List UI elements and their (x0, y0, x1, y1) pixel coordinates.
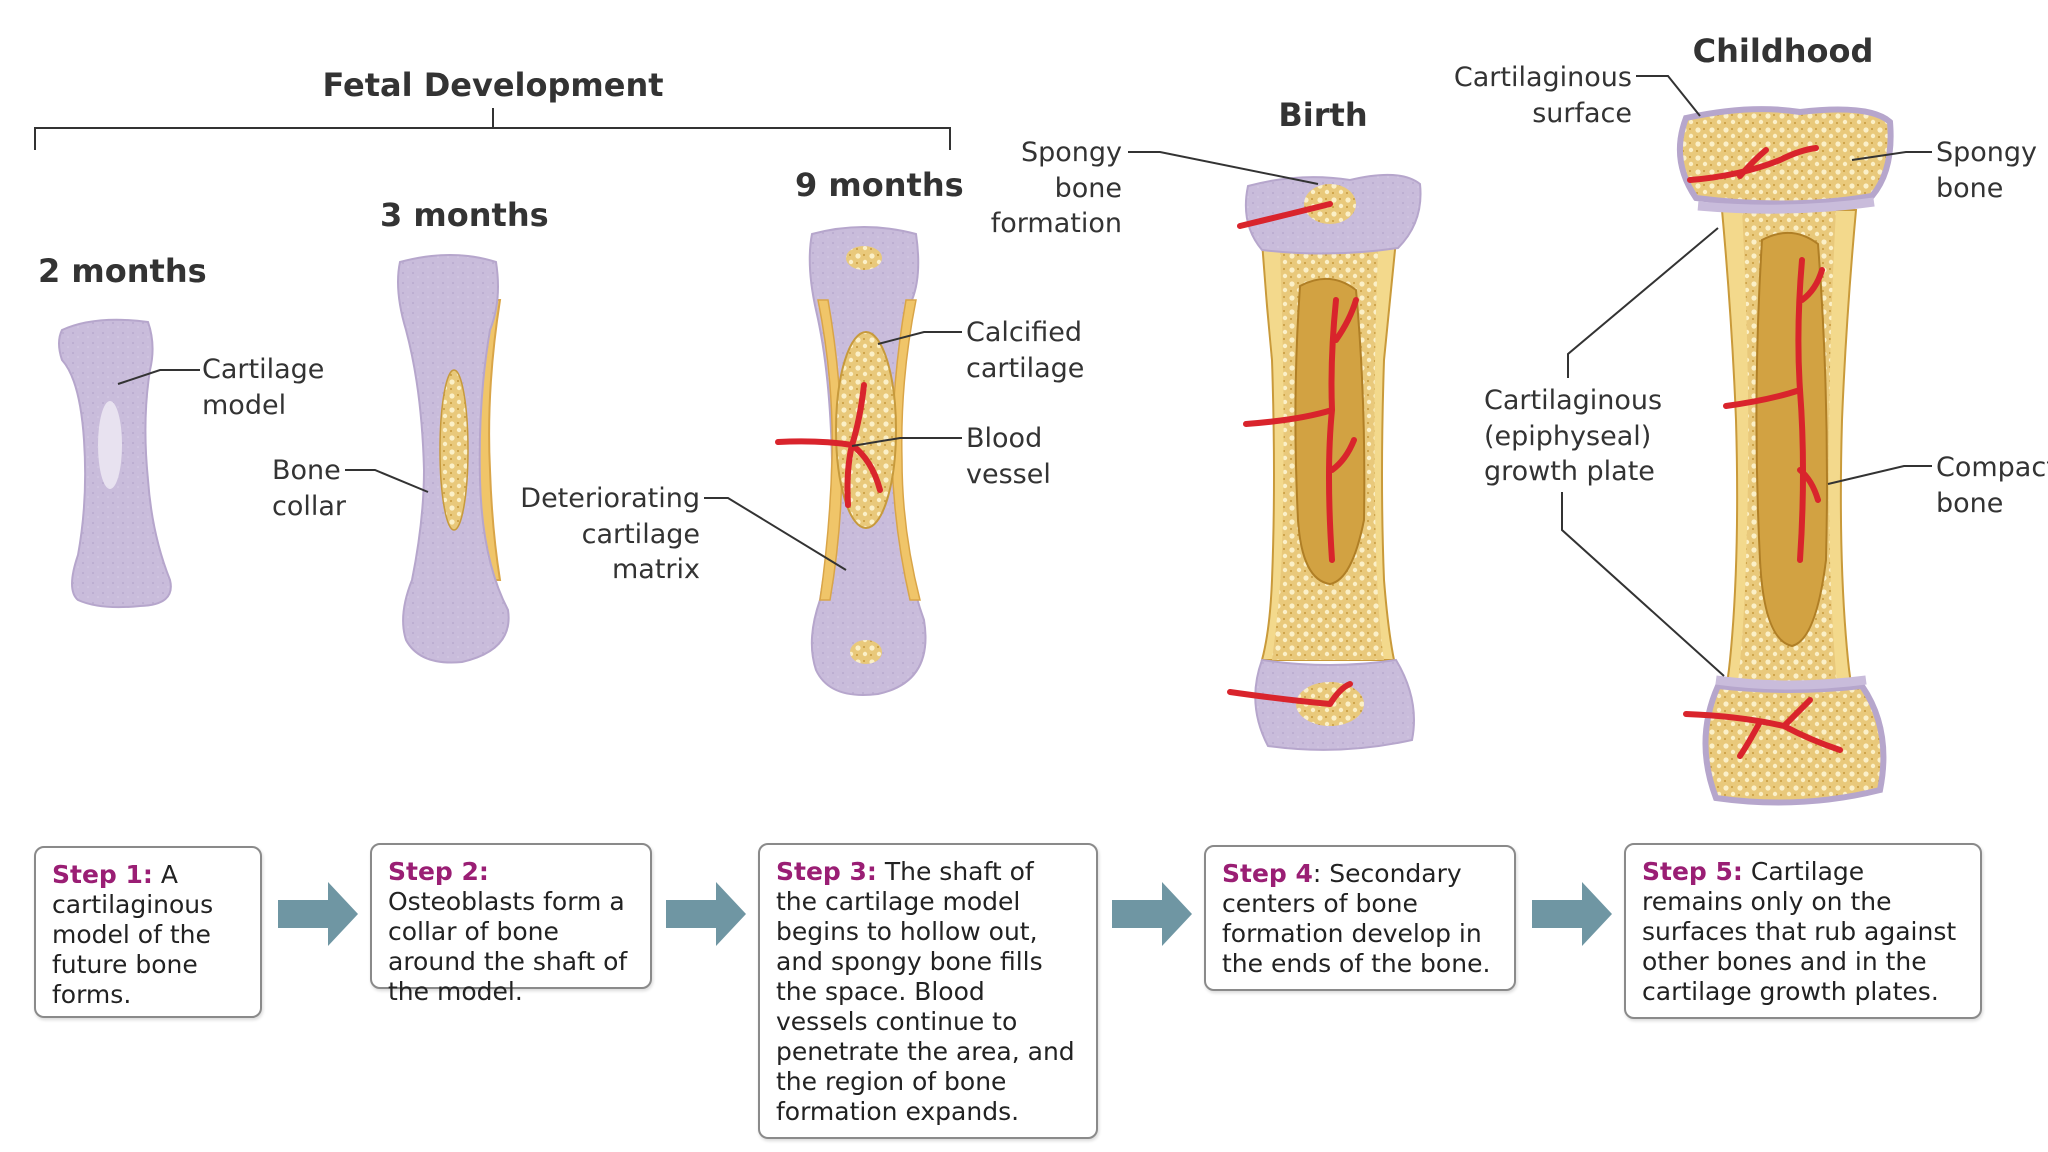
ossification-spot-top (846, 246, 882, 270)
flow-arrow-3 (1112, 882, 1192, 946)
stage-title-childhood: Childhood (1693, 32, 1874, 70)
growth-plate-bottom (1715, 675, 1867, 690)
step-3-text: The shaft of the cartilage model begins … (776, 857, 1075, 1126)
epiphysis-bottom-childhood (1702, 682, 1887, 806)
bone-childhood (1676, 106, 1894, 806)
svg-text:vessel: vessel (966, 459, 1051, 490)
fetal-development-bracket (34, 108, 951, 150)
callout-spongy-bone: Spongy bone (1851, 137, 2037, 204)
step-5-box: Step 5: Cartilage remains only on the su… (1624, 843, 1982, 1019)
spongy-core-3m (439, 369, 469, 531)
bone-birth (1227, 173, 1422, 751)
step-2-label: Step 2: (388, 857, 489, 886)
bone-9-months (775, 226, 927, 696)
svg-text:bone: bone (1936, 488, 2003, 519)
step-1-label: Step 1: (52, 860, 153, 889)
svg-text:Cartilaginous: Cartilaginous (1454, 62, 1632, 93)
callout-cartilage-model: Cartilage model (117, 354, 324, 421)
svg-text:Spongy: Spongy (1021, 137, 1122, 168)
svg-text:model: model (202, 390, 286, 421)
svg-text:Deteriorating: Deteriorating (520, 483, 700, 514)
step-5-label: Step 5: (1642, 857, 1743, 886)
svg-text:Cartilage: Cartilage (202, 354, 324, 385)
svg-text:surface: surface (1532, 98, 1632, 129)
svg-text:Bone: Bone (272, 455, 341, 486)
spongy-core-9m (835, 331, 897, 529)
callout-calcified-cartilage: Calcified cartilage (877, 317, 1084, 384)
stage-title-2-months: 2 months (38, 252, 207, 290)
step-3-label: Step 3: (776, 857, 877, 886)
svg-text:Calcified: Calcified (966, 317, 1082, 348)
flow-arrow-1 (278, 882, 358, 946)
stage-title-3-months: 3 months (380, 196, 549, 234)
step-3-box: Step 3: The shaft of the cartilage model… (758, 843, 1098, 1139)
svg-text:Blood: Blood (966, 423, 1042, 454)
blood-vessels-birth (1227, 201, 1359, 707)
callout-cartilaginous-surface: Cartilaginous surface (1454, 62, 1701, 129)
blood-vessel-9m (775, 382, 883, 508)
svg-text:collar: collar (272, 491, 347, 522)
bone-2-months (58, 318, 172, 609)
svg-text:Compact: Compact (1936, 452, 2048, 483)
callout-spongy-bone-formation: Spongy bone formation (991, 137, 1319, 239)
step-1-box: Step 1: A cartilaginous model of the fut… (34, 846, 262, 1018)
stage-title-9-months: 9 months (795, 166, 964, 204)
svg-text:matrix: matrix (612, 554, 700, 585)
svg-text:cartilage: cartilage (582, 519, 700, 550)
callout-deteriorating-matrix: Deteriorating cartilage matrix (520, 483, 847, 585)
callout-compact-bone: Compact bone (1827, 452, 2048, 519)
svg-text:formation: formation (991, 208, 1122, 239)
cartilage-center (98, 401, 122, 489)
svg-text:cartilage: cartilage (966, 353, 1084, 384)
step-5-text: Cartilage remains only on the surfaces t… (1642, 857, 1957, 1006)
ossification-spot-bottom (850, 640, 882, 664)
step-4-label: Step 4 (1222, 859, 1313, 888)
step-2-box: Step 2: Osteoblasts form a collar of bon… (370, 843, 652, 1006)
svg-text:bone: bone (1055, 173, 1122, 204)
stage-title-birth: Birth (1278, 96, 1367, 134)
fetal-development-title: Fetal Development (322, 66, 663, 104)
blood-vessels-childhood (1683, 145, 1843, 759)
callout-bone-collar: Bone collar (272, 455, 429, 522)
bone-3-months (397, 254, 510, 664)
svg-text:growth plate: growth plate (1484, 456, 1655, 487)
callout-blood-vessel: Blood vessel (851, 423, 1051, 490)
svg-text:bone: bone (1936, 173, 2003, 204)
flow-arrow-4 (1532, 882, 1612, 946)
step-4-box: Step 4: Secondary centers of bone format… (1204, 845, 1516, 991)
svg-text:Cartilaginous: Cartilaginous (1484, 385, 1662, 416)
svg-text:(epiphyseal): (epiphyseal) (1484, 421, 1651, 452)
step-2-text: Osteoblasts form a collar of bone around… (388, 887, 628, 1006)
svg-text:Spongy: Spongy (1936, 137, 2037, 168)
marrow-cavity-childhood (1755, 232, 1828, 648)
growth-plate-top (1697, 197, 1875, 214)
flow-arrow-2 (666, 882, 746, 946)
callout-growth-plate: Cartilaginous (epiphyseal) growth plate (1484, 227, 1725, 677)
step-4-text: : Secondary centers of bone formation de… (1222, 859, 1491, 978)
step-1-text: A cartilaginous model of the future bone… (52, 860, 214, 1009)
